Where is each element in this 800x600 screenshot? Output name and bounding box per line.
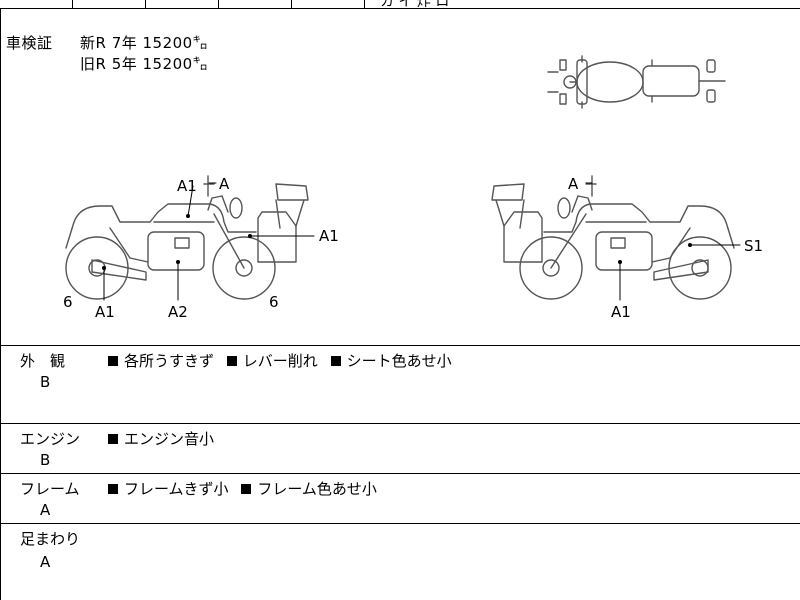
strip-fragment: カ イ 炸 ロ (380, 0, 450, 10)
label-tire-rear: 6 (269, 293, 279, 311)
section-category: エンジン (20, 430, 81, 448)
label-a1-exhaust: A1 (95, 303, 115, 321)
label-a-handle-right: A (568, 175, 579, 193)
note-text: フレームきず小 (124, 480, 229, 498)
note-text: エンジン音小 (124, 430, 215, 448)
bullet-square-icon (330, 356, 341, 366)
strip-divider (291, 0, 292, 8)
section-notes: エンジン音小 (108, 428, 222, 449)
bullet-square-icon (108, 356, 118, 366)
section-notes: フレームきず小 フレーム色あせ小 (108, 478, 385, 499)
label-a1-right: A1 (611, 303, 631, 321)
bullet-square-icon (241, 484, 252, 494)
right-side-motorcycle-icon (491, 175, 735, 300)
top-view-motorcycle-icon (547, 55, 726, 109)
section-notes: 各所うすきず レバー削れ シート色あせ小 (108, 350, 460, 371)
section-grade: A (40, 553, 51, 571)
registration-label: 車検証 (6, 34, 53, 52)
damage-diagram-panel (0, 8, 800, 346)
note-text: レバー削れ (242, 352, 318, 370)
section-suspension: 足まわり A (0, 524, 800, 599)
top-strip: カ イ 炸 ロ (0, 0, 800, 10)
section-grade: B (40, 451, 51, 469)
bullet-square-icon (108, 484, 118, 494)
bullet-square-icon (108, 434, 118, 444)
section-grade: A (40, 501, 51, 519)
label-a-handle: A (219, 175, 230, 193)
section-grade: B (40, 373, 51, 391)
left-side-motorcycle-icon (65, 175, 309, 300)
label-a2-engine: A2 (168, 303, 188, 321)
strip-divider (364, 0, 365, 8)
section-frame: フレーム A フレームきず小 フレーム色あせ小 (0, 474, 800, 524)
note-text: 各所うすきず (124, 352, 215, 370)
section-category: 外 観 (20, 352, 66, 370)
section-category: フレーム (20, 480, 80, 498)
strip-divider (218, 0, 219, 8)
label-tire-front: 6 (63, 293, 73, 311)
left-border (0, 8, 1, 600)
strip-divider (145, 0, 146, 8)
section-exterior: 外 観 B 各所うすきず レバー削れ シート色あせ小 (0, 346, 800, 424)
note-text: シート色あせ小 (346, 352, 452, 370)
leader-lines (103, 182, 741, 301)
bullet-square-icon (226, 356, 237, 366)
label-a1-case: A1 (319, 227, 339, 245)
label-s1: S1 (744, 237, 764, 255)
section-engine: エンジン B エンジン音小 (0, 424, 800, 474)
registration-new: 新R 7年 15200㌔ (80, 34, 209, 52)
note-text: フレーム色あせ小 (257, 480, 377, 498)
registration-old: 旧R 5年 15200㌔ (80, 55, 209, 73)
motorcycle-diagrams (65, 55, 741, 301)
label-a1-tank: A1 (177, 177, 197, 195)
strip-divider (72, 0, 73, 8)
section-category: 足まわり (20, 530, 81, 548)
